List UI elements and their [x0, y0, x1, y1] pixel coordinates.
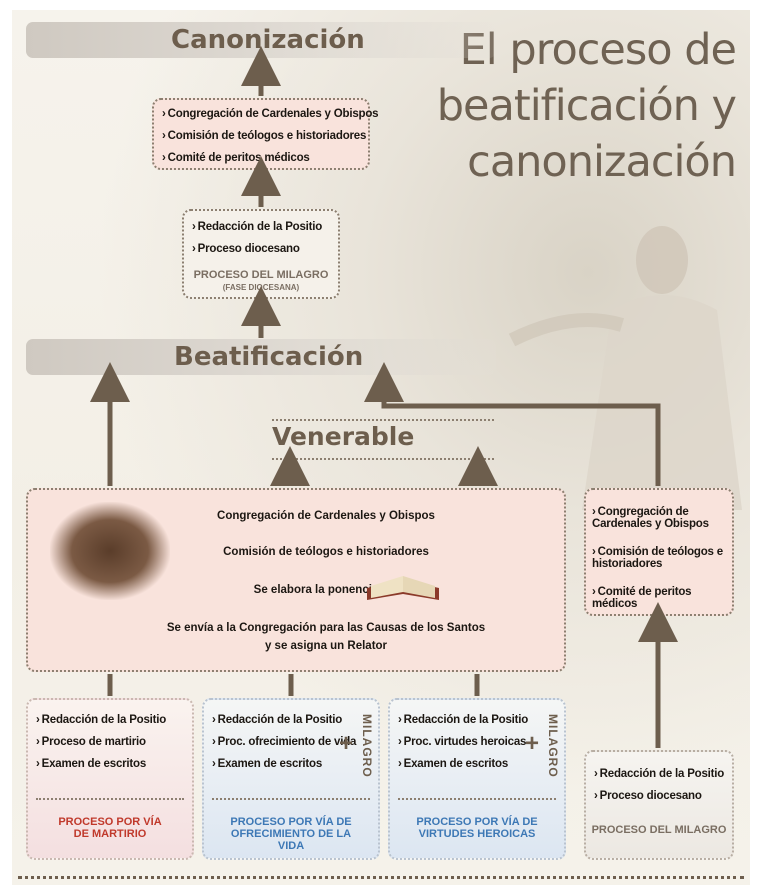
- list-item: Redacción de la Positio: [398, 714, 529, 726]
- main-line: y se asigna un Relator: [264, 640, 388, 652]
- martyrdom-process-box: Redacción de la Positio Proceso de marti…: [26, 698, 194, 860]
- plus-icon: +: [525, 730, 540, 757]
- list-item: Examen de escritos: [36, 758, 147, 770]
- box-divider: [212, 798, 370, 800]
- list-item: Proc. virtudes heroicas: [398, 736, 527, 748]
- bishops-photo: [50, 502, 170, 600]
- list-item: Redacción de la Positio: [212, 714, 343, 726]
- box-caption: PROCESO POR VÍA DE MARTIRIO: [58, 816, 162, 840]
- main-line: Se elabora la ponencia: [253, 584, 379, 596]
- arrow-right-to-beatificacion: [364, 362, 661, 486]
- box-caption: PROCESO POR VÍA DE VIRTUDES HEROICAS: [416, 816, 538, 840]
- list-item: Congregación de Cardenales y Obispos: [592, 506, 730, 530]
- list-item: Proceso diocesano: [192, 243, 300, 255]
- flow-arrows: [90, 46, 678, 748]
- list-item: Proceso diocesano: [594, 790, 702, 802]
- milagro-label: MILAGRO: [546, 714, 560, 778]
- box-caption: PROCESO DEL MILAGRO: [193, 269, 329, 281]
- box-divider: [36, 798, 184, 800]
- list-item: Congregación de Cardenales y Obispos: [162, 108, 379, 120]
- list-item: Redacción de la Positio: [594, 768, 725, 780]
- box-caption: PROCESO DEL MILAGRO: [591, 824, 727, 836]
- beatificacion-label: Beatificación: [174, 342, 364, 372]
- list-item: Comisión de teólogos e historiadores: [592, 546, 730, 570]
- offering-life-process-box: Redacción de la Positio Proc. ofrecimien…: [202, 698, 380, 860]
- plus-icon: +: [339, 730, 354, 757]
- list-item: Proc. ofrecimiento de vida: [212, 736, 357, 748]
- list-item: Redacción de la Positio: [36, 714, 167, 726]
- book-icon: [367, 576, 439, 600]
- saint-illustration: [508, 226, 742, 510]
- main-line: Comisión de teólogos e historiadores: [223, 546, 429, 558]
- diagram-canvas: El proceso de beatificación y canonizaci…: [12, 10, 750, 885]
- list-item: Redacción de la Positio: [192, 221, 323, 233]
- box-caption: PROCESO POR VÍA DE OFRECIMIENTO DE LA VI…: [230, 816, 352, 852]
- venerable-bottom-line: [272, 458, 494, 460]
- miracle-process-box: Redacción de la Positio Proceso diocesan…: [584, 750, 734, 860]
- diagram-title: El proceso de beatificación y canonizaci…: [436, 25, 737, 187]
- main-line: Se envía a la Congregación para las Caus…: [166, 622, 486, 634]
- list-item: Examen de escritos: [212, 758, 323, 770]
- milagro-label: MILAGRO: [360, 714, 374, 778]
- main-line: Congregación de Cardenales y Obispos: [217, 510, 435, 522]
- list-item: Examen de escritos: [398, 758, 509, 770]
- right-congregation-box: Congregación de Cardenales y Obispos Com…: [584, 488, 734, 616]
- heroic-virtues-process-box: Redacción de la Positio Proc. virtudes h…: [388, 698, 566, 860]
- box-divider: [398, 798, 556, 800]
- venerable-top-line: [272, 419, 494, 421]
- main-process-box: Congregación de Cardenales y Obispos Com…: [26, 488, 566, 672]
- list-item: Comisión de teólogos e historiadores: [162, 130, 367, 142]
- miracle-diocesan-box: Redacción de la Positio Proceso diocesan…: [182, 209, 340, 299]
- list-item: Comité de peritos médicos: [592, 586, 730, 610]
- footer-divider: [18, 876, 744, 879]
- list-item: Proceso de martirio: [36, 736, 146, 748]
